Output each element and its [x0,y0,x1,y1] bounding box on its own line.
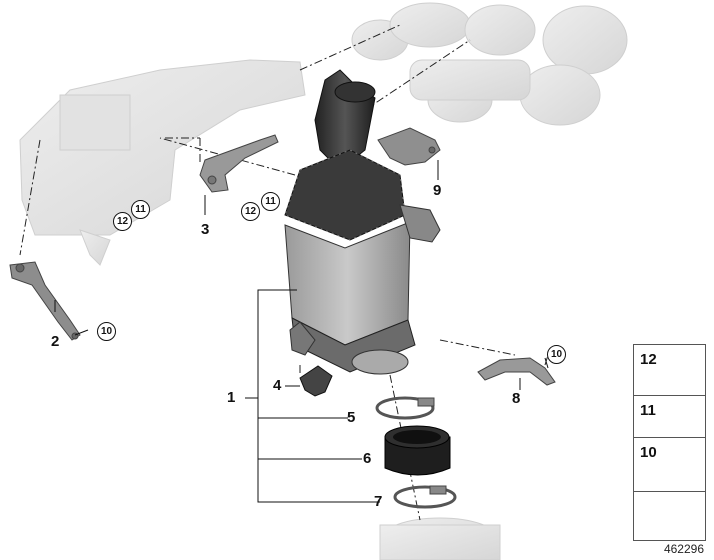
legend-label-12: 12 [640,351,657,368]
ghost-intercooler-housing [19,59,306,266]
legend-label-10: 10 [640,444,657,461]
part-5-clamp [375,396,435,420]
leader-lines [54,160,549,503]
circled-callout-12: 12 [241,202,260,221]
part-8-bracket [477,357,556,386]
part-4-sensor [299,365,333,397]
callout-part-1: 1 [227,389,236,406]
circled-callout-10: 10 [97,322,116,341]
callout-part-8: 8 [512,390,521,407]
legend-item-11: 11 [633,395,706,438]
part-1-intercooler [284,69,441,375]
legend-label-11: 11 [640,402,656,419]
circled-callout-11: 11 [131,200,150,219]
ghost-throttle [379,517,501,560]
part-2-bracket [9,261,81,341]
circled-callout-10: 10 [547,345,566,364]
part-6-sleeve [384,425,451,476]
diagram-reference-number: 462296 [663,542,704,556]
callout-part-3: 3 [201,221,210,238]
part-3-bracket [199,134,279,193]
circled-callout-12: 12 [113,212,132,231]
legend-item-12: 12 [633,344,706,396]
circled-callout-11: 11 [261,192,280,211]
part-9-bracket [377,127,441,166]
callout-part-4: 4 [273,377,282,394]
callout-part-5: 5 [347,409,356,426]
legend-direction-box [633,491,706,541]
callout-part-2: 2 [51,333,60,350]
callout-part-6: 6 [363,450,372,467]
callout-part-7: 7 [374,493,383,510]
part-7-clamp [393,485,457,509]
legend-item-10: 10 [633,437,706,492]
callout-part-9: 9 [433,182,442,199]
ghost-turbocharger [351,2,628,126]
